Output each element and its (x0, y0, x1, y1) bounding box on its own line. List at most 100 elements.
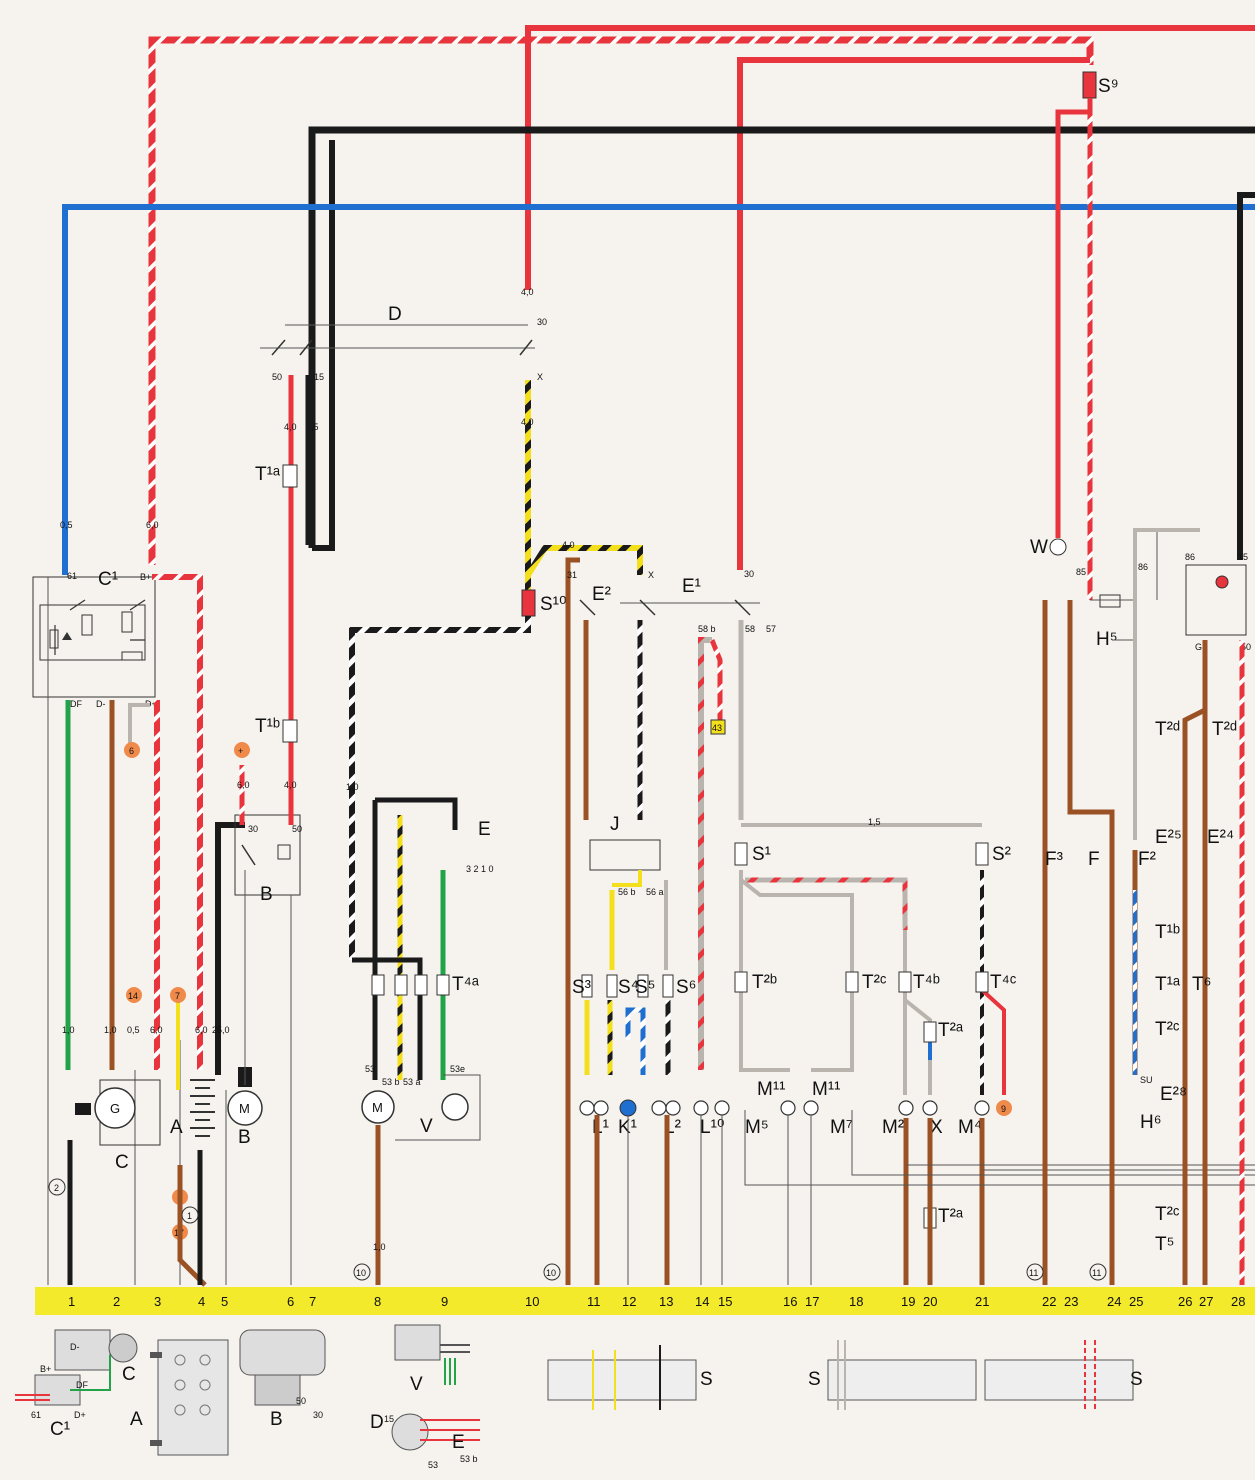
label-m11-a: M¹¹ (757, 1079, 785, 1100)
terminal-g: G (1195, 642, 1202, 652)
terminal-x-d: X (537, 372, 543, 382)
ground-number-4: 4 (198, 1294, 205, 1309)
ground-number-7: 7 (309, 1294, 316, 1309)
wire-blue-bus (62, 204, 1255, 575)
terminal-30-starter: 30 (248, 824, 258, 834)
terminal-15-d: 15 (314, 372, 324, 382)
terminal-61: 61 (67, 571, 77, 581)
label-f3: F³ (1045, 849, 1063, 870)
label-l10: L¹⁰ (700, 1117, 725, 1138)
terminal-58: 58 (745, 624, 755, 634)
sketch-label-b: B (270, 1409, 283, 1430)
label-t2a-b: T²ᵃ (938, 1206, 964, 1227)
label-t4a: T⁴ᵃ (452, 974, 480, 995)
sketch-label-v: V (410, 1374, 423, 1395)
label-h5: H⁵ (1096, 629, 1118, 650)
sketch-terminal-15: 15 (384, 1414, 394, 1424)
terminal-31: 31 (567, 570, 577, 580)
size-60-c: 6,0 (195, 1025, 208, 1035)
ground-number-25: 25 (1129, 1294, 1143, 1309)
sketch-terminal-61: 61 (31, 1410, 41, 1420)
ground-number-11: 11 (587, 1294, 601, 1309)
terminal-x-e2: X (648, 570, 654, 580)
label-m-wiper: M (372, 1100, 383, 1115)
wire-red-top (525, 25, 1255, 290)
label-d: D (388, 304, 402, 325)
size-10-f: 1,0 (373, 1242, 386, 1252)
lamp-k1 (619, 1099, 637, 1117)
marker-7: 7 (175, 991, 180, 1001)
terminal-53a: 53 a (403, 1077, 421, 1087)
terminal-85: 85 (1076, 567, 1086, 577)
label-s5: S⁵ (635, 977, 656, 998)
terminal-30-d: 30 (537, 317, 547, 327)
label-s3: S³ (572, 977, 591, 998)
ground-number-9: 9 (441, 1294, 448, 1309)
circled-2: 2 (54, 1183, 59, 1193)
regulator-c1-box (32, 576, 156, 698)
label-c1: C¹ (98, 569, 118, 590)
size-250: 25,0 (212, 1025, 230, 1035)
ground-number-18: 18 (849, 1294, 863, 1309)
label-t4b: T⁴ᵇ (913, 972, 940, 993)
label-e1: E¹ (682, 576, 701, 597)
ground-number-5: 5 (221, 1294, 228, 1309)
label-t6: T⁶ (1192, 974, 1211, 995)
label-m4: M⁴ (958, 1117, 982, 1138)
terminal-50-r: 50 (1241, 642, 1251, 652)
terminal-df: DF (70, 699, 82, 709)
ground-number-28: 28 (1231, 1294, 1245, 1309)
size-60-d: 6,0 (237, 780, 250, 790)
label-f: F (1088, 849, 1100, 870)
charging-section: C¹ 61 B+ DF D- D+ 6 14 7 8 17 G C (32, 375, 319, 1287)
size-blue-05: 0,5 (60, 520, 73, 530)
sketch-label-a: A (130, 1409, 143, 1430)
label-e2: E² (592, 584, 611, 605)
label-b-solenoid: B (260, 884, 273, 905)
ground-bar (35, 1287, 1255, 1315)
label-c: C (115, 1152, 129, 1173)
ground-number-23: 23 (1064, 1294, 1078, 1309)
label-x: X (930, 1117, 943, 1138)
label-t2c-a: T²ᶜ (862, 972, 887, 993)
sketch-terminal-dplus: D+ (74, 1410, 86, 1420)
label-m5: M⁵ (745, 1117, 769, 1138)
size-40-c: 4,0 (284, 422, 297, 432)
ground-number-2: 2 (113, 1294, 120, 1309)
ground-number-20: 20 (923, 1294, 937, 1309)
ground-number-22: 22 (1042, 1294, 1056, 1309)
label-e25: E²⁵ (1155, 827, 1182, 848)
circled-10-b: 10 (546, 1268, 556, 1278)
size-15-b: 1,5 (868, 817, 881, 827)
terminal-56a: 56 a (646, 887, 664, 897)
ground-number-21: 21 (975, 1294, 989, 1309)
sketch-label-c: C (122, 1364, 136, 1385)
size-40-e: 4,0 (562, 540, 575, 550)
terminal-50-starter: 50 (292, 824, 302, 834)
marker-43: 43 (712, 723, 722, 733)
ground-number-16: 16 (783, 1294, 797, 1309)
label-s4: S⁴ (618, 977, 639, 998)
ground-number-13: 13 (659, 1294, 673, 1309)
label-s6: S⁶ (676, 977, 697, 998)
sketch-label-c1: C¹ (50, 1419, 70, 1440)
ground-number-27: 27 (1199, 1294, 1213, 1309)
sketch-terminal-bplus: B+ (40, 1364, 51, 1374)
ground-number-15: 15 (718, 1294, 732, 1309)
terminal-53: 53 (365, 1064, 375, 1074)
wiper-motor-m (361, 1090, 395, 1124)
terminal-dminus: D- (96, 699, 106, 709)
terminal-86-a: 86 (1138, 562, 1148, 572)
circled-10-a: 10 (356, 1268, 366, 1278)
terminal-50-d: 50 (272, 372, 282, 382)
ground-number-17: 17 (805, 1294, 819, 1309)
label-t4c: T⁴ᶜ (990, 972, 1017, 993)
sketch-terminal-53b: 53 b (460, 1454, 478, 1464)
fuse-s10 (521, 589, 536, 617)
wire-black-return (312, 140, 335, 551)
size-brown-10: 1,0 (104, 1025, 117, 1035)
marker-9: 9 (1001, 1104, 1006, 1114)
size-10-e: 1,0 (346, 782, 359, 792)
wire-redwhite-bplus (152, 574, 203, 1070)
